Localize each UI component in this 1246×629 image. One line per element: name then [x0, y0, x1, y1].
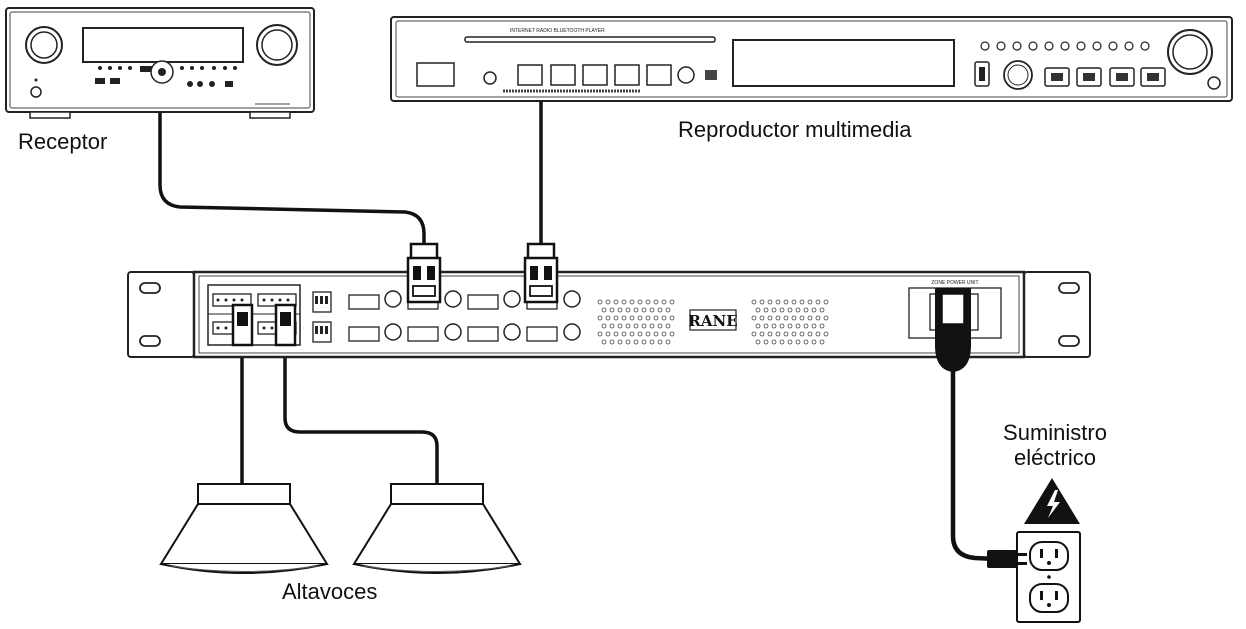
player-model-text: INTERNET RADIO BLUETOOTH PLAYER — [510, 28, 605, 34]
power-plug — [935, 288, 971, 372]
speaker-cable-right — [283, 345, 439, 484]
receiver-device — [5, 7, 315, 119]
rack-amplifier: RANE ZONE POWER UNIT — [127, 270, 1091, 359]
high-voltage-warning-icon — [1024, 478, 1080, 524]
power-supply-label: Suministro eléctrico — [980, 420, 1130, 471]
speaker-plug-left — [231, 303, 254, 347]
receiver-cable — [158, 113, 426, 258]
player-disc-slot — [464, 36, 716, 43]
zone-power-label: ZONE POWER UNIT — [931, 280, 978, 286]
media-player-device: INTERNET RADIO BLUETOOTH PLAYER — [390, 16, 1233, 102]
speaker-right — [352, 483, 522, 574]
speaker-plug-right — [274, 303, 297, 347]
receiver-display — [82, 27, 244, 63]
amplifier-brand-logo: RANE — [688, 312, 737, 330]
receiver-plug — [406, 242, 442, 304]
player-display — [732, 39, 955, 87]
power-label-line1: Suministro — [1003, 420, 1107, 445]
power-outlet-icon — [1016, 531, 1081, 623]
player-volume-knob — [1167, 29, 1213, 75]
power-label-line2: eléctrico — [1014, 445, 1096, 471]
speakers-label: Altavoces — [282, 579, 378, 604]
vent-grid-left — [597, 299, 675, 345]
media-player-label: Reproductor multimedia — [678, 117, 912, 142]
receiver-label: Receptor — [18, 129, 108, 154]
power-cable — [950, 370, 1018, 563]
vent-grid-right — [751, 299, 829, 345]
speaker-left — [159, 483, 329, 574]
receiver-volume-knob — [256, 24, 298, 66]
outlet-plug — [987, 550, 1027, 568]
player-plug — [523, 242, 559, 304]
